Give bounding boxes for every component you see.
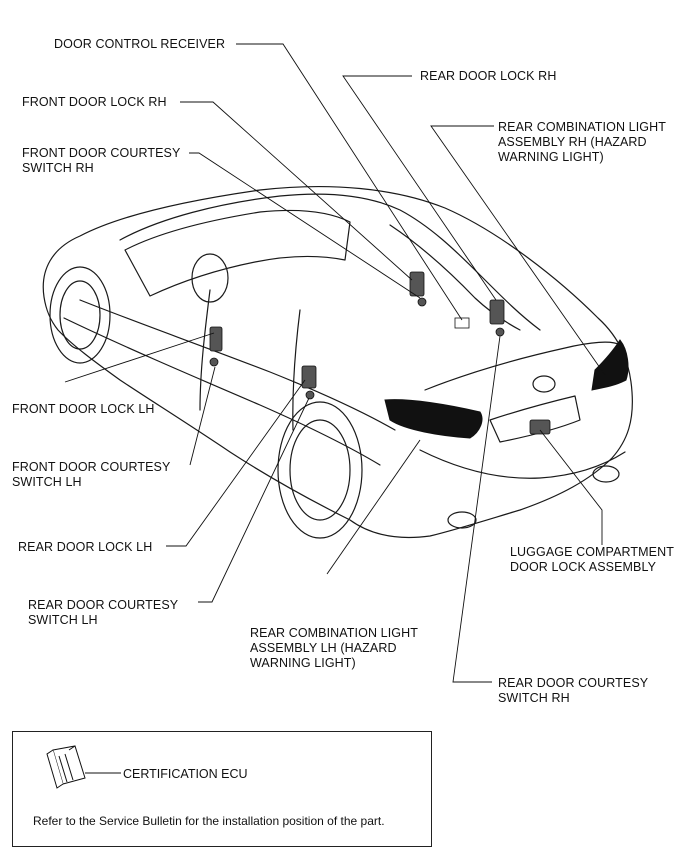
leader-rear-door-lock-rh [342,75,497,301]
front-door-lock-lh-shape [209,326,223,352]
label-rear-door-lock-lh: REAR DOOR LOCK LH [18,540,153,554]
leader-front-door-lock-rh [180,101,413,281]
certification-ecu-icon [46,745,121,789]
leader-rear-combination-lh [326,439,421,575]
label-front-door-lock-lh: FRONT DOOR LOCK LH [12,402,155,416]
trunk-lid [424,341,621,391]
rear-wheel [277,401,363,539]
service-bulletin-note: Refer to the Service Bulletin for the in… [33,814,385,828]
leader-rear-combination-rh [430,125,606,376]
front-wheel [49,266,111,364]
label-line: REAR DOOR COURTESY [28,598,179,612]
label-line: ASSEMBLY RH (HAZARD [498,135,647,149]
label-line: ASSEMBLY LH (HAZARD [250,641,397,655]
rear-emblem [532,375,556,393]
door-control-receiver-shape [454,317,470,329]
car-roof [119,193,541,331]
rear-door-lock-rh-shape [489,299,505,325]
label-line: REAR COMBINATION LIGHT [250,626,418,640]
label-front-door-lock-rh: FRONT DOOR LOCK RH [22,95,167,109]
leader-front-courtesy-lh [189,366,216,466]
label-front-door-courtesy-switch-lh: FRONT DOOR COURTESY SWITCH LH [12,460,170,490]
label-front-door-courtesy-switch-rh: FRONT DOOR COURTESY SWITCH RH [22,146,180,176]
legend-box: CERTIFICATION ECU Refer to the Service B… [12,731,432,847]
label-line: FRONT DOOR COURTESY [22,146,181,160]
front-door-seam [199,289,211,411]
certification-ecu-label: CERTIFICATION ECU [123,767,248,781]
exhaust-left [447,511,477,529]
luggage-lock-shape [529,419,551,435]
leader-rear-courtesy-lh [198,397,310,603]
leader-luggage-lock [539,429,603,545]
front-courtesy-rh-shape [417,297,427,307]
label-line: REAR COMBINATION LIGHT [498,120,666,134]
label-rear-combination-light-rh: REAR COMBINATION LIGHT ASSEMBLY RH (HAZA… [498,120,666,165]
label-rear-door-courtesy-switch-rh: REAR DOOR COURTESY SWITCH RH [498,676,648,706]
rear-light-rh-shape [591,339,629,391]
label-line: SWITCH RH [498,691,570,705]
leader-door-control-receiver [236,43,463,321]
rear-light-lh-shape [384,399,483,439]
label-rear-door-courtesy-switch-lh: REAR DOOR COURTESY SWITCH LH [28,598,178,628]
label-line: WARNING LIGHT) [250,656,356,670]
rear-courtesy-rh-shape [495,327,505,337]
rear-bumper [419,449,626,479]
steering-wheel [191,253,229,303]
front-courtesy-lh-shape [209,357,219,367]
label-door-control-receiver: DOOR CONTROL RECEIVER [54,37,226,51]
leader-front-door-lock-lh [64,332,215,383]
label-rear-door-lock-rh: REAR DOOR LOCK RH [420,69,557,83]
label-line: SWITCH LH [28,613,98,627]
leader-rear-courtesy-rh [452,335,501,683]
label-luggage-compartment-door-lock: LUGGAGE COMPARTMENT DOOR LOCK ASSEMBLY [510,545,674,575]
car-side-line [79,299,396,431]
label-line: DOOR LOCK ASSEMBLY [510,560,657,574]
label-rear-combination-light-lh: REAR COMBINATION LIGHT ASSEMBLY LH (HAZA… [250,626,418,671]
label-line: LUGGAGE COMPARTMENT [510,545,674,559]
label-line: WARNING LIGHT) [498,150,604,164]
rear-courtesy-lh-shape [305,390,315,400]
leader-front-courtesy-rh [189,152,421,299]
label-line: REAR DOOR COURTESY [498,676,649,690]
rear-door-seam [292,309,301,431]
leader-rear-door-lock-lh [166,379,306,547]
rear-door-lock-lh-shape [301,365,317,389]
label-line: SWITCH RH [22,161,94,175]
exhaust-right [592,465,620,483]
label-line: FRONT DOOR COURTESY [12,460,171,474]
car-windshield [124,209,351,297]
label-line: SWITCH LH [12,475,82,489]
